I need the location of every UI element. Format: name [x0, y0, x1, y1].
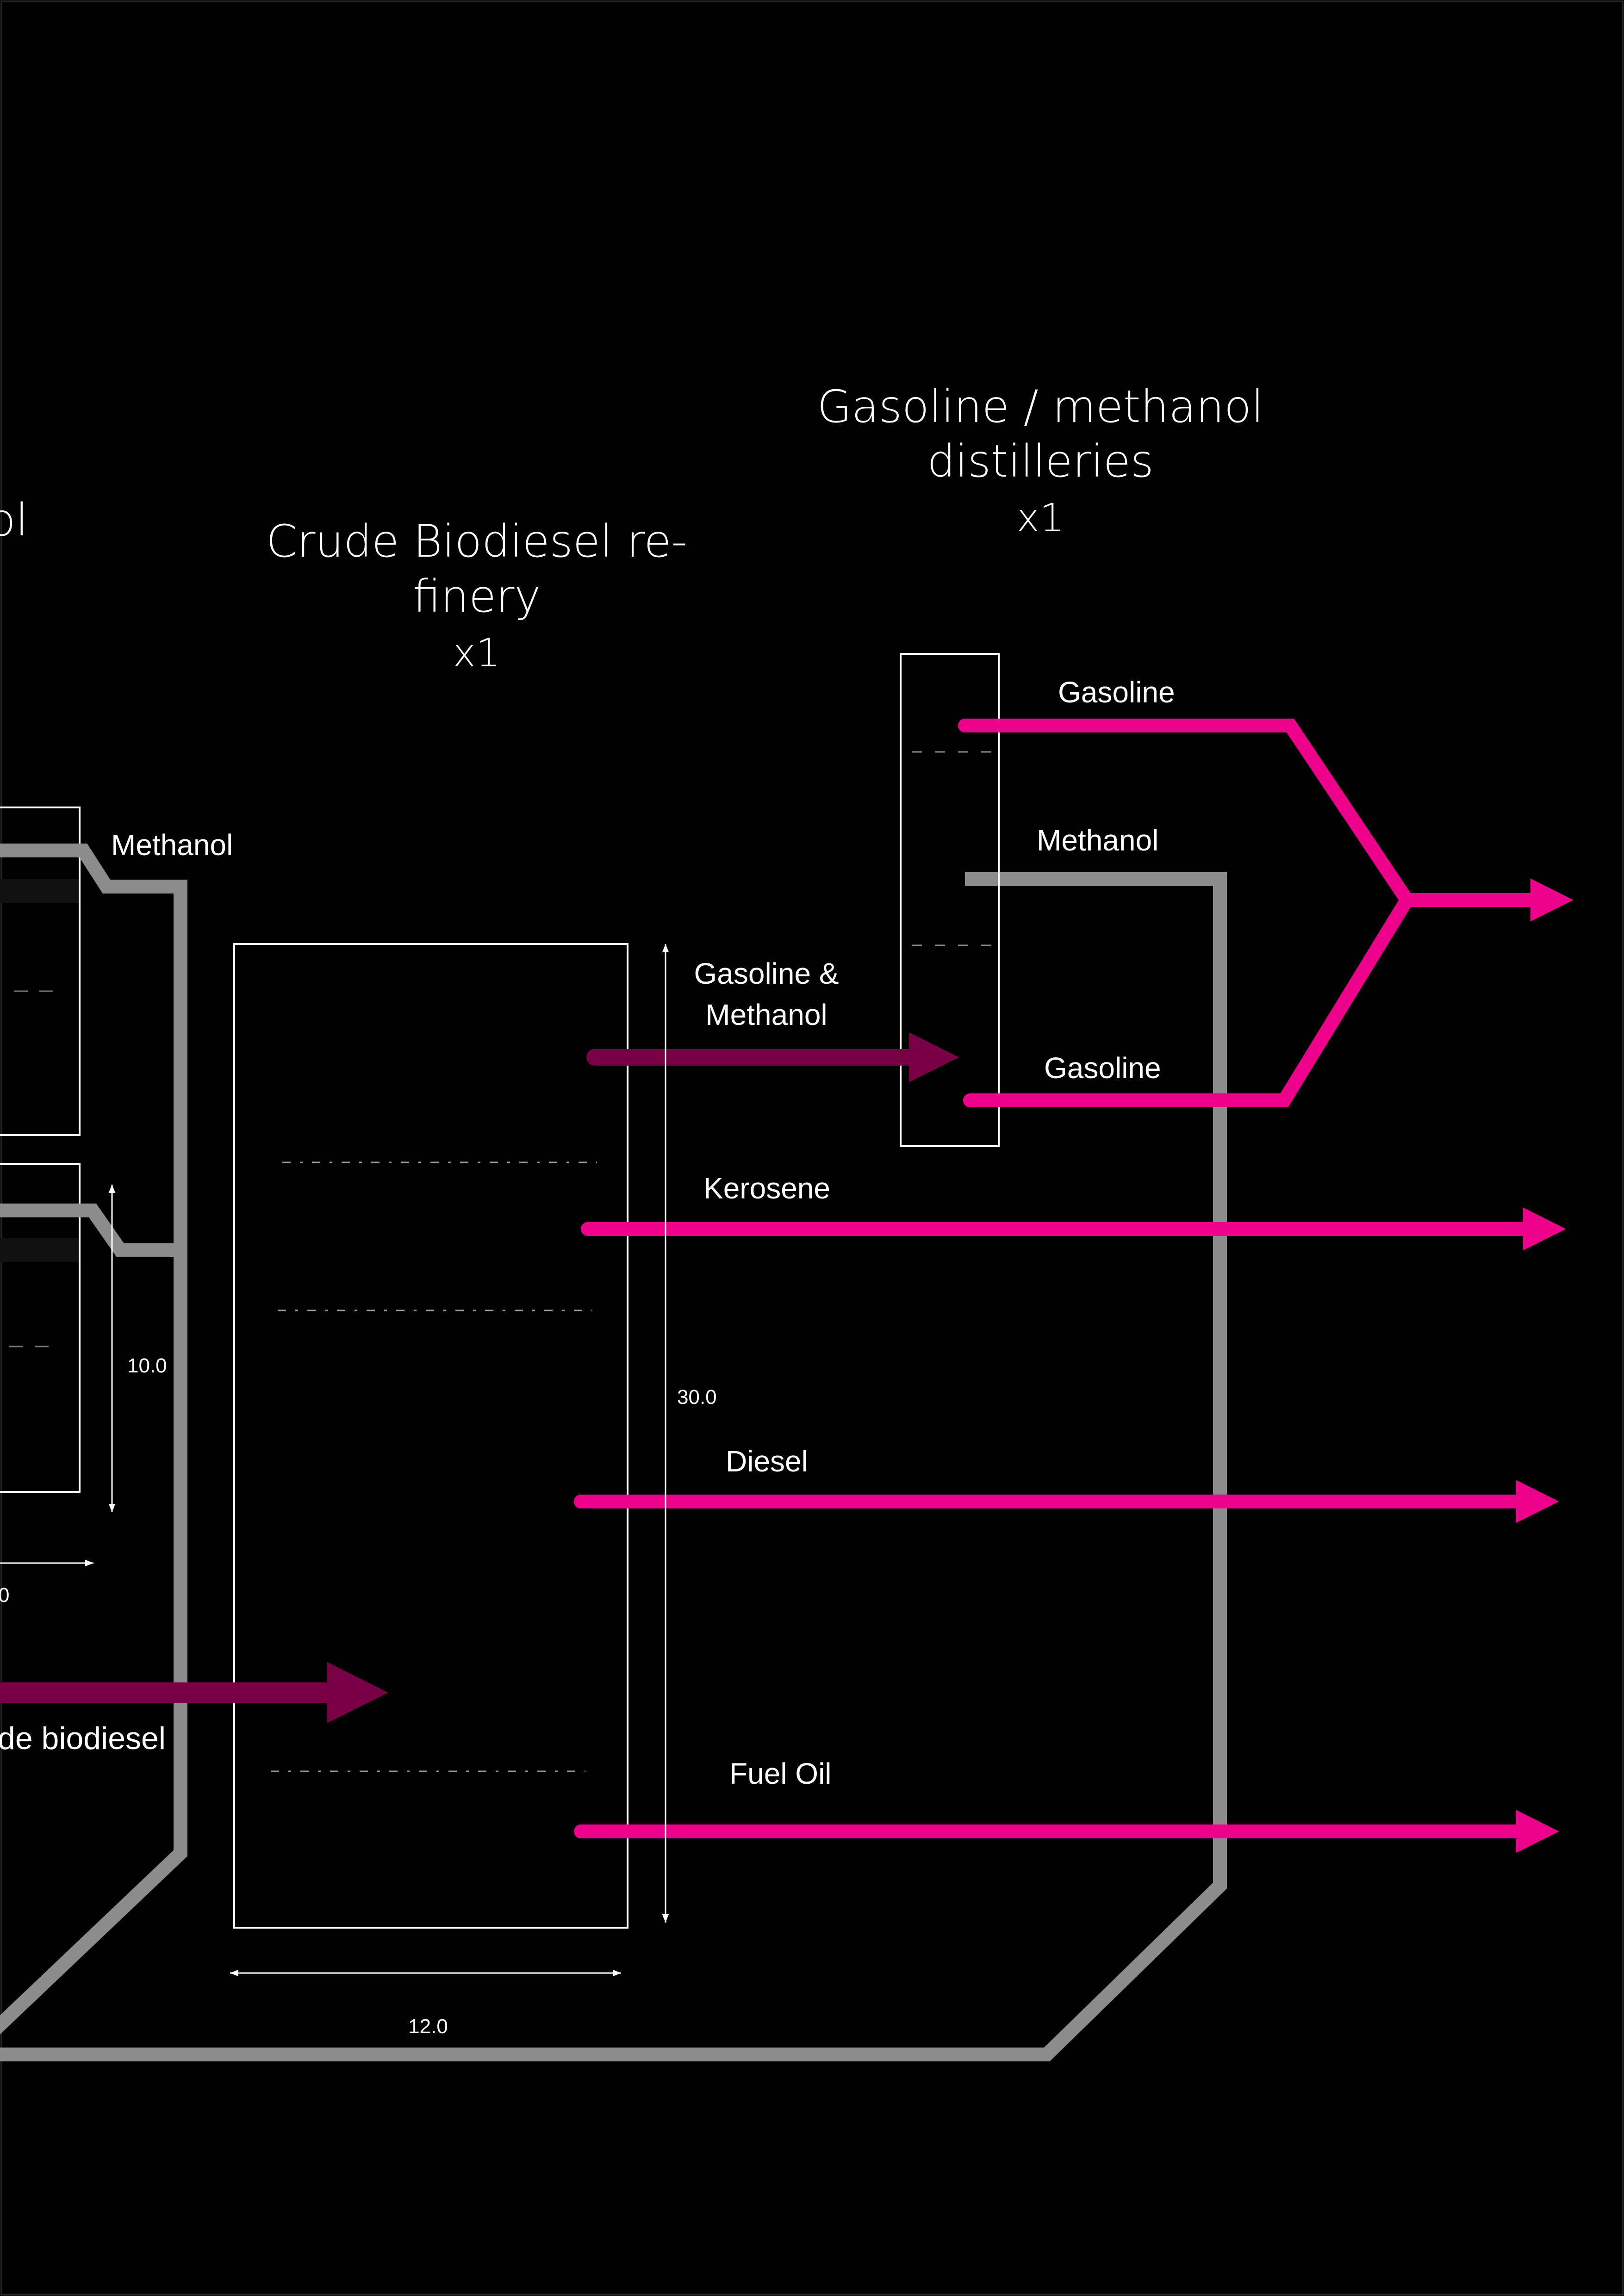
distillery-title-line2: distilleries	[927, 435, 1154, 487]
gasoline-methanol-label-line1: Gasoline &	[694, 957, 839, 990]
left-width-value: 0	[0, 1584, 9, 1607]
fuel-oil-label: Fuel Oil	[729, 1757, 832, 1790]
product-lines	[958, 719, 1415, 1107]
dimension-lines	[0, 944, 669, 1977]
methanol-right-label: Methanol	[1037, 824, 1158, 857]
gasoline-methanol-label-line2: Methanol	[705, 998, 827, 1031]
methanol-left-label: Methanol	[111, 828, 233, 862]
distillery-count: x1	[1016, 495, 1064, 540]
refinery-title-line1: Crude Biodiesel re-	[266, 515, 687, 567]
methanol-return-loop	[0, 844, 1227, 2061]
gasoline-bottom-label: Gasoline	[1044, 1051, 1161, 1085]
left-lower-column	[0, 1163, 81, 1493]
left-height-value: 10.0	[127, 1354, 167, 1377]
refinery-height-value: 30.0	[677, 1386, 717, 1409]
diesel-label: Diesel	[726, 1445, 808, 1478]
gasoline-methanol-distillery	[900, 653, 1000, 1147]
crude-biodiesel-label: de biodiesel	[0, 1721, 166, 1756]
left-unit-title-partial: ol	[0, 494, 28, 546]
distillery-column	[900, 653, 1000, 1147]
methanol-pipe-lower	[0, 1204, 180, 1257]
crude-biodiesel-refinery	[233, 943, 628, 1929]
gasoline-top-label: Gasoline	[1058, 676, 1175, 709]
left-lower-band	[0, 1238, 79, 1262]
refinery-column	[233, 943, 628, 1929]
methanol-recycle-pipe	[0, 872, 1227, 2061]
refinery-title-line2: finery	[413, 571, 541, 622]
left-upper-band	[0, 879, 79, 903]
kerosene-label: Kerosene	[703, 1172, 830, 1205]
left-upper-column	[0, 807, 81, 1136]
methanol-pipe-upper	[0, 844, 187, 2035]
refinery-width-value: 12.0	[408, 2015, 448, 2038]
distillery-title-line1: Gasoline / methanol	[817, 381, 1264, 433]
left-unit	[0, 807, 81, 1493]
gasoline-merge-pipe	[958, 719, 1415, 1107]
refinery-count: x1	[453, 630, 500, 676]
